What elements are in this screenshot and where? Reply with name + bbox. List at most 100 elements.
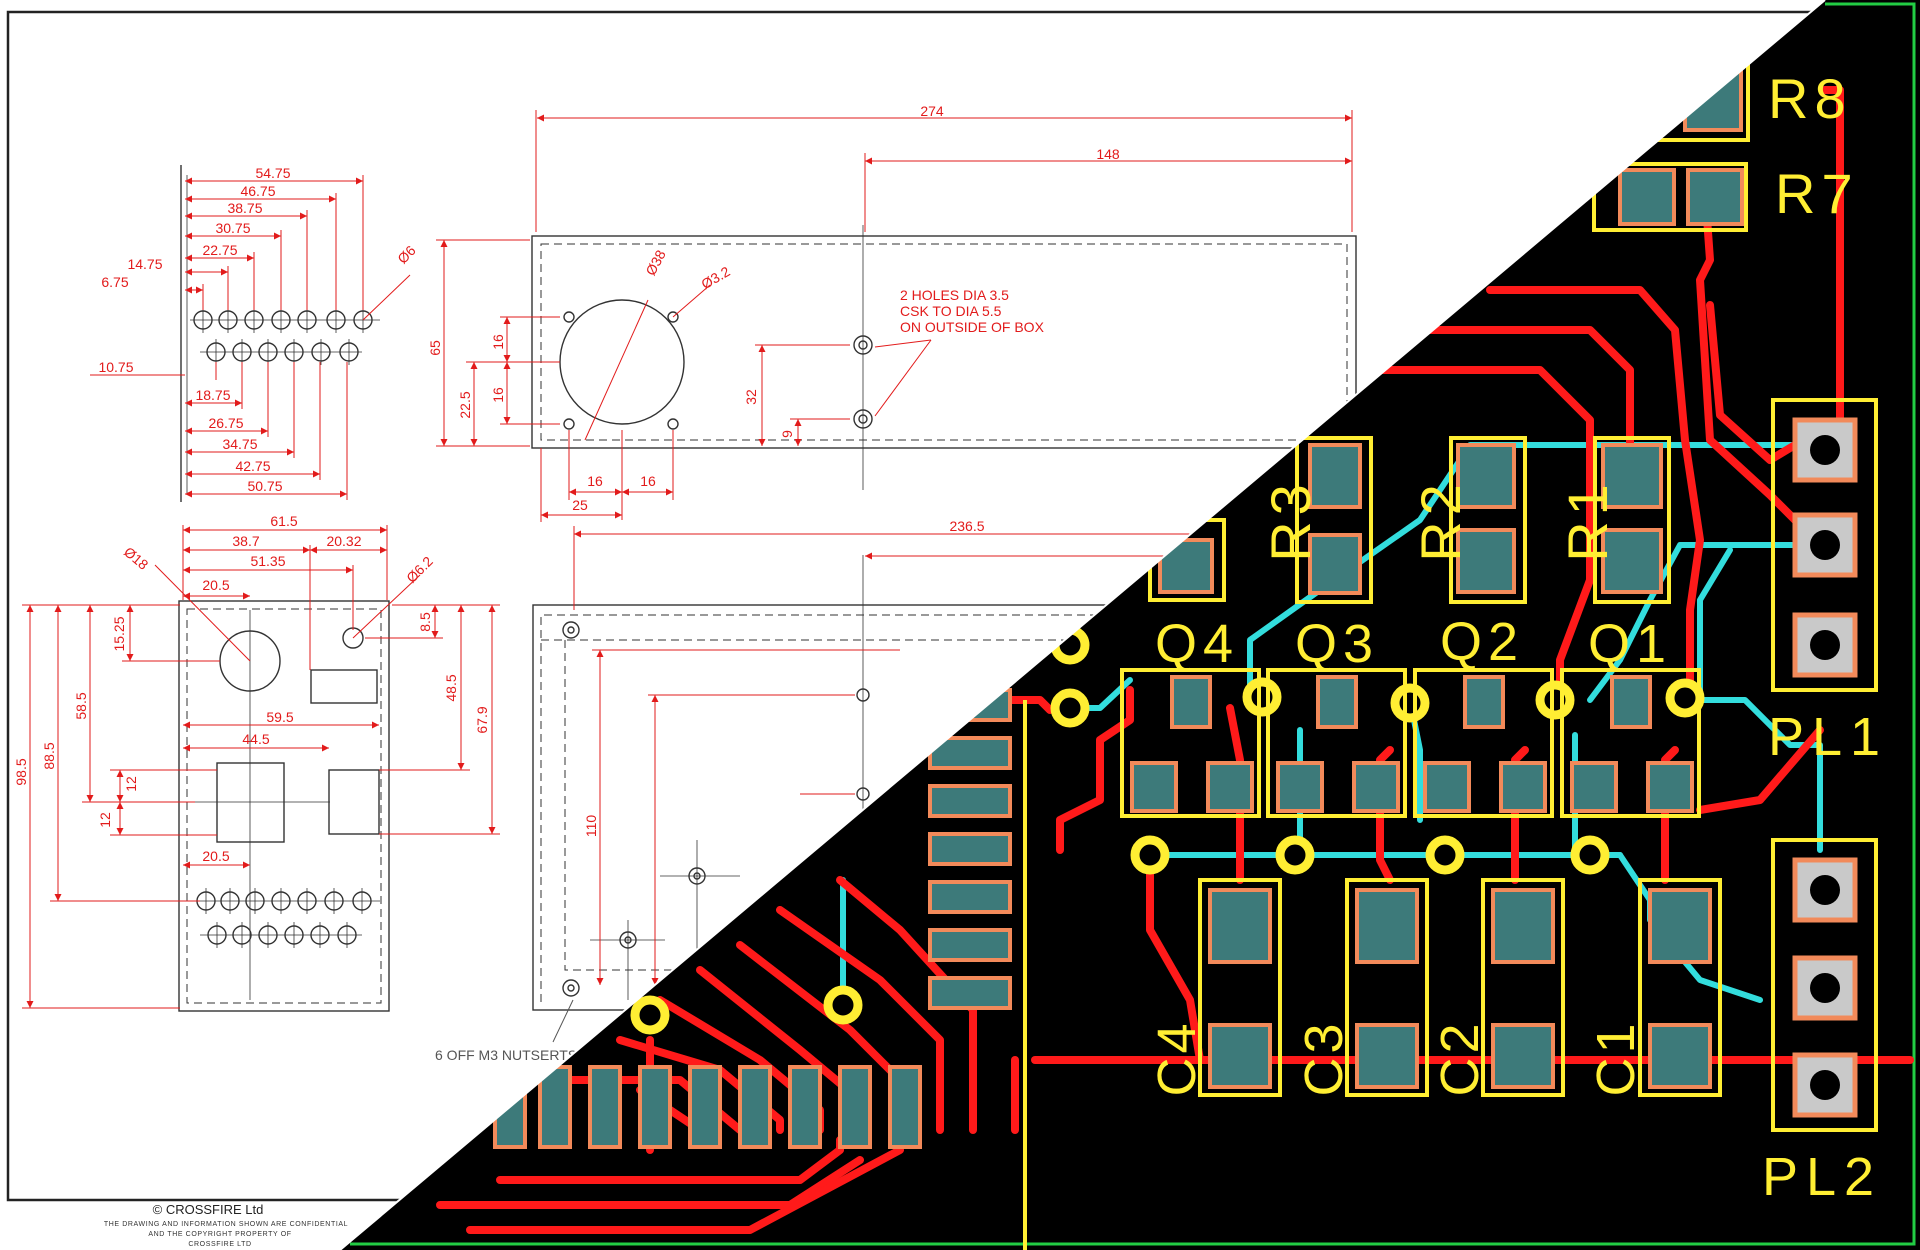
c3-outline: [1345, 878, 1429, 1097]
via: [1242, 677, 1282, 717]
smd-pad: [1646, 761, 1694, 813]
dim-20-32: 20.32: [326, 533, 361, 549]
connector-pads: [1792, 417, 1858, 1118]
label-r3: R3: [1259, 478, 1322, 562]
label-q3: Q3: [1295, 614, 1379, 674]
c2-outline: [1481, 878, 1565, 1097]
dim-12: 12: [123, 776, 139, 792]
smd-pad: [788, 1065, 822, 1149]
th-pad-hole: [1810, 530, 1840, 560]
smd-pad: [838, 1065, 872, 1149]
label-r7: R7: [1775, 162, 1859, 225]
r2-outline: [1449, 436, 1527, 604]
smd-pad: [1648, 888, 1712, 964]
label-pl2: PL2: [1762, 1147, 1882, 1207]
th-pad-hole: [1810, 875, 1840, 905]
smd-pad: [1316, 675, 1358, 729]
via: [1050, 688, 1090, 728]
dim-25: 25: [572, 497, 588, 513]
dim-42-75: 42.75: [235, 458, 270, 474]
dim-110: 110: [583, 815, 599, 838]
label-q1: Q1: [1588, 614, 1672, 674]
smd-pad: [1423, 761, 1471, 813]
label-r1: R1: [1556, 478, 1619, 562]
nutsert: [693, 872, 701, 880]
dim-61-5: 61.5: [270, 513, 297, 529]
label-c2: C2: [1430, 1019, 1490, 1096]
dim-14-75: 14.75: [127, 256, 162, 272]
smd-pad: [1208, 888, 1272, 964]
connector-view: [180, 165, 380, 502]
title-block-line1: THE DRAWING AND INFORMATION SHOWN ARE CO…: [104, 1221, 348, 1228]
smd-pad: [1206, 761, 1254, 813]
via: [823, 985, 863, 1025]
dim-10-75: 10.75: [98, 359, 133, 375]
title-block-company: © CROSSFIRE Ltd: [153, 1202, 264, 1217]
diagonal-divider: [339, 0, 1826, 1250]
smd-pad: [928, 880, 1012, 914]
dim-54-75: 54.75: [255, 165, 290, 181]
nutsert: [619, 931, 637, 949]
label-c3: C3: [1294, 1019, 1354, 1096]
nutsert: [856, 787, 870, 801]
c1-outline: [1638, 878, 1722, 1097]
th-pad-hole: [1810, 1070, 1840, 1100]
dim-22-5: 22.5: [457, 391, 473, 418]
smd-pad: [1308, 533, 1362, 595]
note-holes-line2: CSK TO DIA 5.5: [900, 303, 1002, 319]
dim-16: 16: [587, 473, 603, 489]
dim-30-75: 30.75: [215, 220, 250, 236]
dim-58-5: 58.5: [73, 692, 89, 719]
note-nutserts: 6 OFF M3 NUTSERTS: [435, 1047, 577, 1063]
dim-26-75: 26.75: [208, 415, 243, 431]
smd-pad: [1456, 443, 1516, 509]
dim-15-25: 15.25: [111, 616, 127, 651]
smd-pad: [1355, 1023, 1419, 1089]
dim-12: 12: [97, 812, 113, 828]
dim-16: 16: [490, 334, 506, 350]
front-panel-inner: [186, 608, 382, 1004]
via: [1570, 835, 1610, 875]
via: [1665, 678, 1705, 718]
dim-9: 9: [779, 430, 795, 438]
nutsert: [624, 936, 632, 944]
smd-pad: [1601, 443, 1663, 509]
label-q2: Q2: [1440, 612, 1524, 672]
q2-outline: [1413, 668, 1554, 818]
smd-pad: [688, 1065, 722, 1149]
connector-view-dims: [90, 175, 411, 500]
mount-hole: [667, 418, 679, 430]
mount-hole: [563, 418, 575, 430]
smd-pad: [928, 832, 1012, 866]
via: [1390, 683, 1430, 723]
nutsert: [562, 621, 580, 639]
top-view-dims: [436, 110, 1353, 522]
smd-pad: [928, 784, 1012, 818]
silkscreen-outlines: [1023, 58, 1878, 1250]
dim-38-7: 38.7: [232, 533, 259, 549]
th-pad-hole: [1810, 630, 1840, 660]
front-panel-dims: [22, 525, 500, 1009]
dim-38-75: 38.75: [227, 200, 262, 216]
label-c1: C1: [1586, 1019, 1646, 1096]
smd-pad: [888, 1065, 922, 1149]
dim-51-35: 51.35: [250, 553, 285, 569]
via: [1535, 680, 1575, 720]
nutsert: [567, 984, 575, 992]
label-q4: Q4: [1155, 614, 1239, 674]
display-cutout: [216, 762, 285, 843]
title-block-line3: CROSSFIRE LTD: [188, 1241, 251, 1248]
smd-pad: [1648, 1023, 1712, 1089]
label-pl1: PL1: [1768, 707, 1888, 767]
label-r8: R8: [1768, 67, 1852, 130]
dim-22-75: 22.75: [202, 242, 237, 258]
top-view: [531, 225, 1357, 490]
smd-pad: [1610, 675, 1652, 729]
r7-outline: [1592, 162, 1748, 232]
smd-pad: [1308, 443, 1362, 509]
dim-16: 16: [490, 387, 506, 403]
smd-pad: [738, 1065, 772, 1149]
smd-pad: [928, 928, 1012, 962]
smd-pad: [1499, 761, 1547, 813]
